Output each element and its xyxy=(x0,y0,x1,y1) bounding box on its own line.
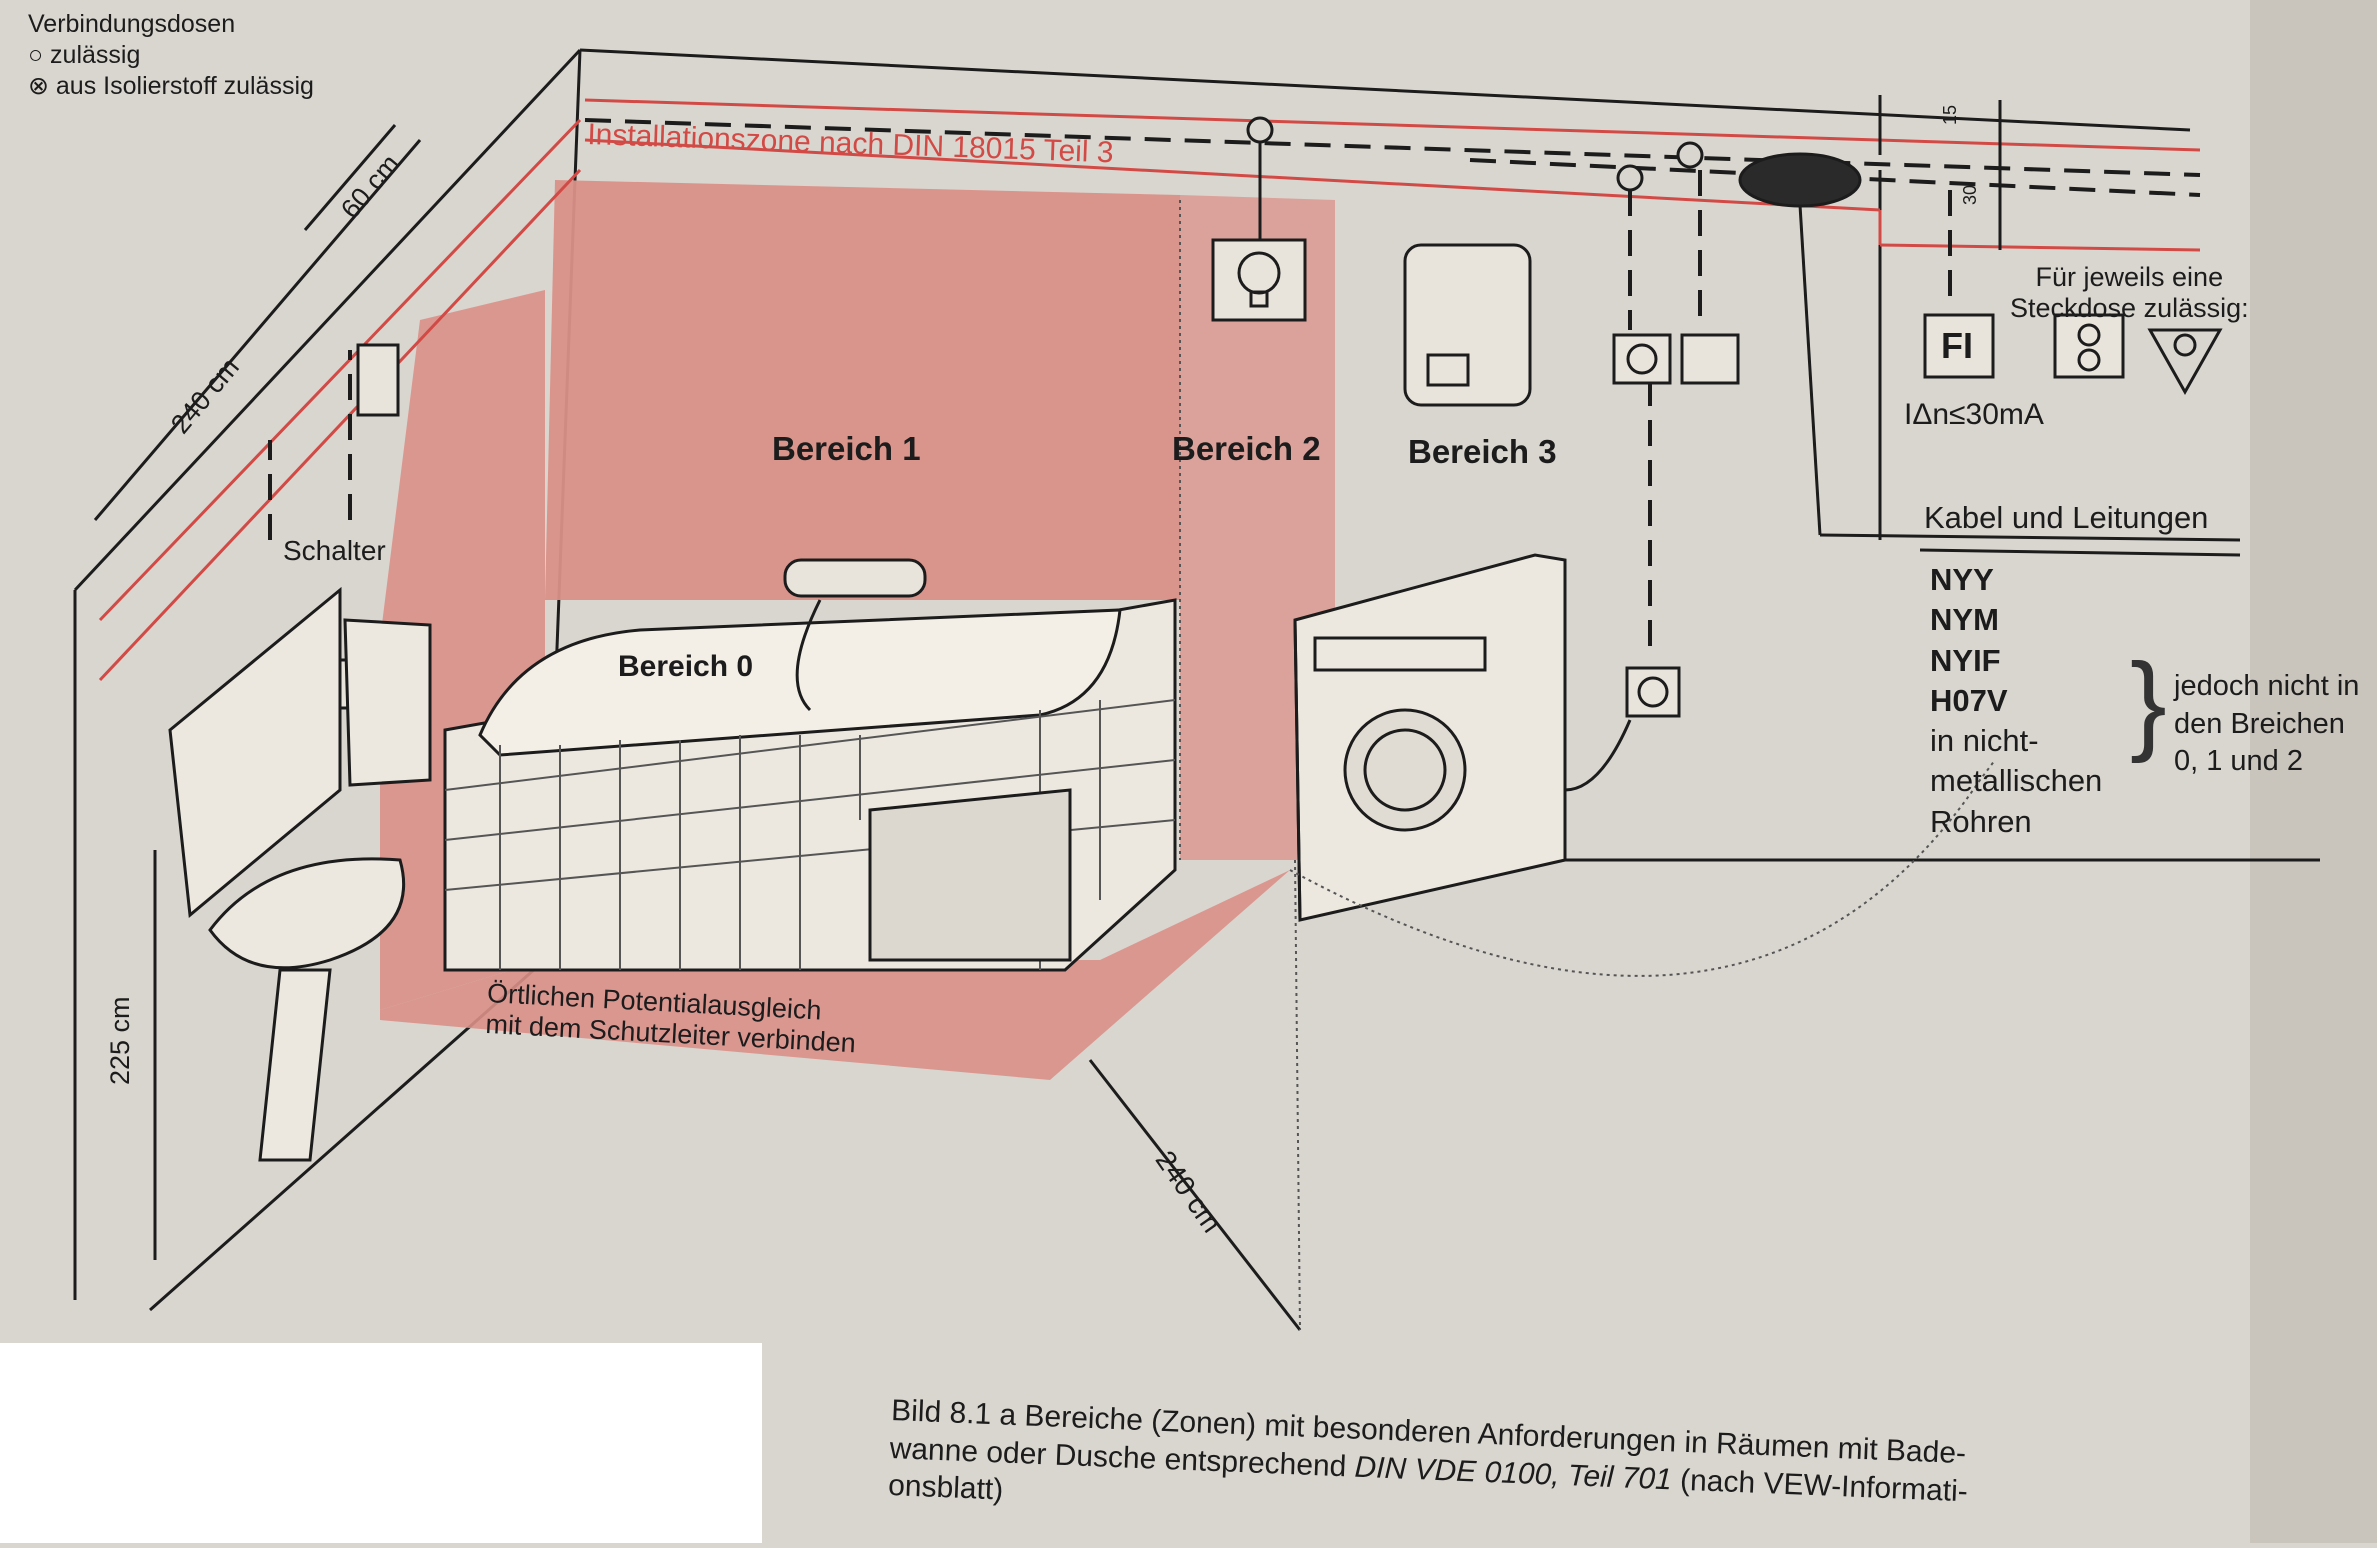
cable-type: NYM xyxy=(1930,602,1999,638)
open-circle-icon: ○ xyxy=(28,40,51,69)
dim-small-1: 15 xyxy=(1940,104,1960,125)
junction-box-legend: Verbindungsdosen ○ zulässig ⊗ aus Isolie… xyxy=(28,10,314,102)
area-label-2: Bereich 2 xyxy=(1172,430,1321,467)
cable-type-list: NYY NYM NYIF H07V in nicht- metallischen… xyxy=(1930,560,2102,842)
cable-brace: } xyxy=(2130,641,2167,764)
page-edge-shadow xyxy=(2250,0,2377,1543)
legend-title: Verbindungsdosen xyxy=(28,10,236,38)
filled-circle-icon: ⊗ xyxy=(28,71,56,100)
lamp-icon xyxy=(1211,142,1307,322)
dim-height: 225 cm xyxy=(105,996,135,1085)
area-label-0: Bereich 0 xyxy=(618,650,754,683)
washbasin-icon xyxy=(208,857,406,1162)
blank-area xyxy=(0,1343,762,1543)
switch-icon xyxy=(1680,333,1740,385)
fi-rating: IΔn≤30mA xyxy=(1904,398,2044,431)
dimension-lines xyxy=(93,95,2002,1331)
zone-shading xyxy=(380,180,1335,1080)
cables-heading: Kabel und Leitungen xyxy=(1924,500,2209,535)
cable-extra: metallischen xyxy=(1930,763,2103,799)
cable-extra: Rohren xyxy=(1930,803,2032,839)
toilet-cistern-icon xyxy=(168,586,342,918)
cable-type: NYIF xyxy=(1930,642,2001,678)
socket-icon xyxy=(1612,333,1672,385)
dim-small-2: 30 xyxy=(1960,184,1980,205)
transformer-symbol-icon xyxy=(2147,328,2223,396)
wiring-dashes xyxy=(268,118,2201,660)
water-heater-icon xyxy=(1403,243,1532,407)
cable-restriction-note: jedoch nicht in den Breichen 0, 1 und 2 xyxy=(2174,670,2360,778)
bathtub-icon xyxy=(443,598,1177,972)
cable-type: H07V xyxy=(1930,682,2008,718)
fi-socket-note: Für jeweils eine Steckdose zulässig: xyxy=(2010,262,2249,324)
zone3-boundary-arc xyxy=(1289,759,1996,977)
area-label-3: Bereich 3 xyxy=(1408,433,1557,470)
fi-breaker-icon xyxy=(1923,313,1995,379)
washing-machine-icon xyxy=(1293,553,1632,922)
fi-symbol: FI xyxy=(1941,325,1973,366)
installation-zone-lines xyxy=(98,98,2201,682)
legend-item-insulated: ⊗ aus Isolierstoff zulässig xyxy=(28,71,314,100)
mirror-cabinet-icon xyxy=(343,618,432,787)
faucet-icon xyxy=(783,558,927,712)
washer-socket-icon xyxy=(1625,666,1681,718)
cable-type: NYY xyxy=(1930,562,1994,597)
legend-item-allowed: ○ zulässig xyxy=(28,40,141,69)
junction-boxes xyxy=(1246,116,1862,208)
area-label-1: Bereich 1 xyxy=(772,430,921,467)
fi-wiring xyxy=(1798,204,2241,557)
zone2-boundary xyxy=(1294,859,1301,1331)
cable-extra: in nicht- xyxy=(1930,723,2039,759)
ceiling-box-icon xyxy=(356,343,400,417)
switch-label: Schalter xyxy=(283,535,386,566)
